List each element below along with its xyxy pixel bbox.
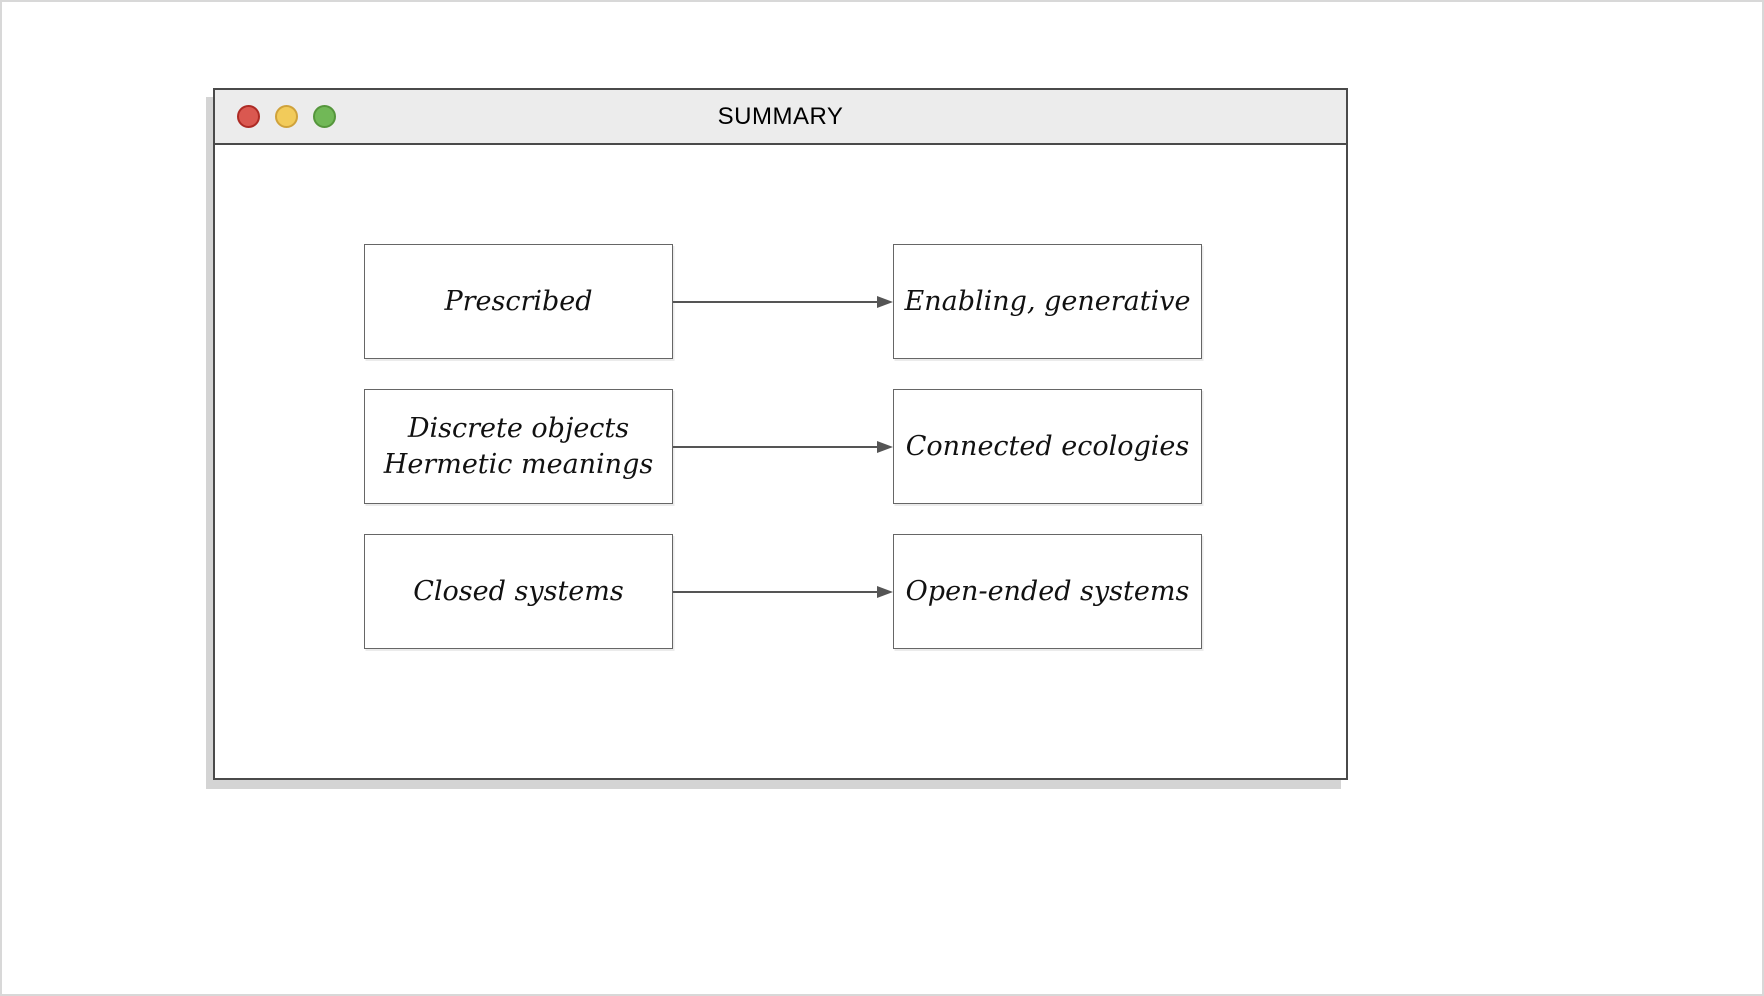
app-window: SUMMARY Prescribed Enabling, generati — [213, 88, 1348, 780]
box-enabling-generative: Enabling, generative — [893, 244, 1202, 359]
window-controls — [237, 105, 336, 128]
box-open-ended-systems: Open-ended systems — [893, 534, 1202, 649]
right-arrow-icon — [673, 584, 893, 600]
titlebar: SUMMARY — [215, 90, 1346, 145]
box-prescribed: Prescribed — [364, 244, 673, 359]
right-arrow-icon — [673, 294, 893, 310]
window-title: SUMMARY — [717, 102, 844, 130]
diagram-row: Closed systems Open-ended systems — [364, 534, 1202, 649]
summary-diagram: Prescribed Enabling, generative Dis — [364, 244, 1202, 649]
window-content: Prescribed Enabling, generative Dis — [215, 145, 1346, 776]
right-arrow-icon — [673, 439, 893, 455]
zoom-button[interactable] — [313, 105, 336, 128]
box-label: Prescribed — [444, 285, 593, 317]
box-connected-ecologies: Connected ecologies — [893, 389, 1202, 504]
box-label: Discrete objects Hermetic meanings — [383, 412, 654, 480]
box-discrete-objects: Discrete objects Hermetic meanings — [364, 389, 673, 504]
minimize-button[interactable] — [275, 105, 298, 128]
diagram-row: Discrete objects Hermetic meanings Conne… — [364, 389, 1202, 504]
box-label: Connected ecologies — [905, 430, 1190, 462]
box-label: Open-ended systems — [905, 575, 1190, 607]
box-label: Enabling, generative — [904, 285, 1191, 317]
box-label: Closed systems — [413, 575, 624, 607]
close-button[interactable] — [237, 105, 260, 128]
diagram-row: Prescribed Enabling, generative — [364, 244, 1202, 359]
box-closed-systems: Closed systems — [364, 534, 673, 649]
